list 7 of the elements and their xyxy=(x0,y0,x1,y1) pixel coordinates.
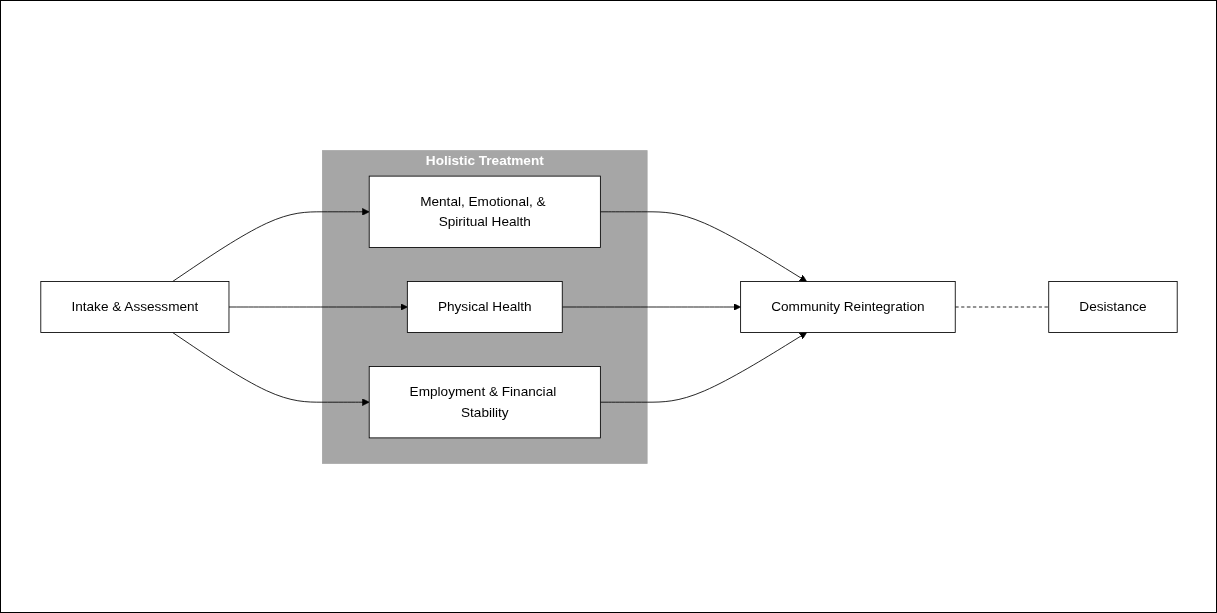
node-box: Physical Health xyxy=(406,280,563,333)
node-box: Employment & Financial Stability xyxy=(368,365,601,438)
connector xyxy=(954,306,1049,307)
node-box: Community Reintegration xyxy=(739,280,956,333)
node-box: Mental, Emotional, & Spiritual Health xyxy=(368,175,601,248)
node-box: Desistance xyxy=(1047,280,1178,333)
node-box: Intake & Assessment xyxy=(39,280,229,333)
